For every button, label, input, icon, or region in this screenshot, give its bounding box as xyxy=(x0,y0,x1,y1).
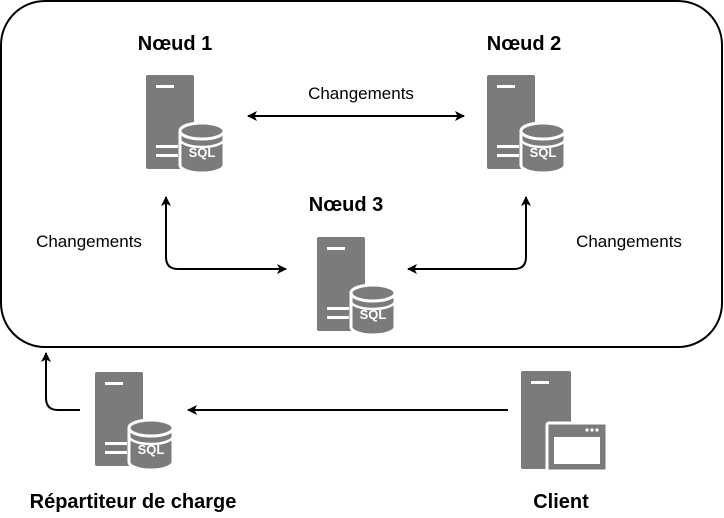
client[interactable]: Client xyxy=(519,369,609,513)
edge-label-node1-node3: Changements xyxy=(36,232,142,251)
node-1[interactable]: Nœud 1 SQL xyxy=(138,33,226,175)
load-balancer-title: Répartiteur de charge xyxy=(30,491,237,513)
edge-label-node1-node2: Changements xyxy=(308,84,414,103)
edge-arrow xyxy=(407,196,531,274)
edge-load-balancer-to-cluster xyxy=(41,352,80,411)
edge-arrow xyxy=(161,196,287,274)
node-2[interactable]: Nœud 2 SQL xyxy=(485,33,567,175)
node-3-title: Nœud 3 xyxy=(309,194,383,216)
node-3[interactable]: Nœud 3 SQL xyxy=(309,194,397,337)
node-2-sql-label: SQL xyxy=(530,145,557,160)
edge-node2-node3: Changements xyxy=(407,196,682,274)
database-server-icon: SQL xyxy=(485,73,567,175)
node-1-sql-label: SQL xyxy=(189,145,216,160)
edge-node1-node3: Changements xyxy=(36,196,287,274)
database-server-icon: SQL xyxy=(93,370,175,472)
database-server-icon: SQL xyxy=(315,235,397,337)
client-machine-icon xyxy=(519,369,609,473)
edge-node1-node2: Changements xyxy=(247,84,465,121)
node-3-sql-label: SQL xyxy=(360,307,387,322)
client-title: Client xyxy=(533,491,589,513)
load-balancer-sql-label: SQL xyxy=(138,442,165,457)
node-1-title: Nœud 1 xyxy=(138,33,212,55)
node-2-title: Nœud 2 xyxy=(487,33,561,55)
database-server-icon: SQL xyxy=(144,73,226,175)
load-balancer[interactable]: SQL Répartiteur de charge xyxy=(30,370,237,513)
edge-label-node2-node3: Changements xyxy=(576,232,682,251)
